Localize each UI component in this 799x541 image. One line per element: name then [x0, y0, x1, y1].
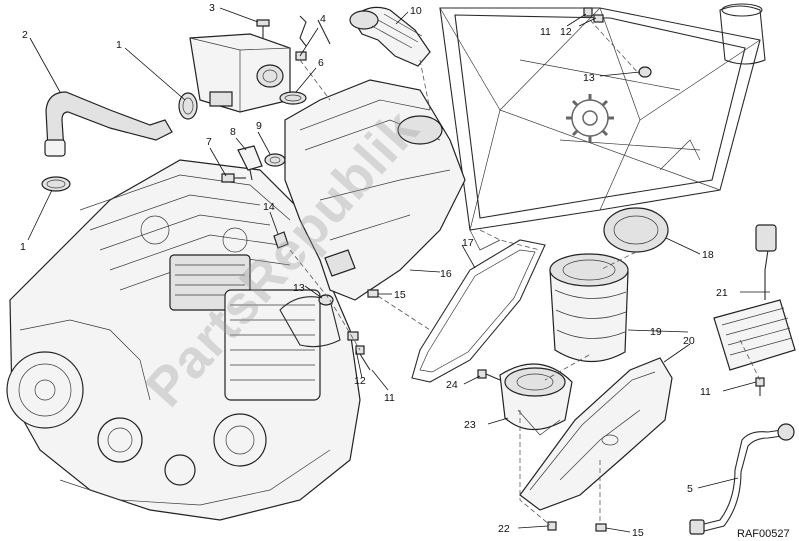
breather-box	[189, 33, 291, 113]
callout-labels: 1 1 2 3 4 5 6 7 8 9 10 11 11 11 12 12 13…	[20, 2, 728, 539]
callout-8: 8	[230, 126, 236, 138]
callout-4: 4	[320, 13, 326, 25]
hose-clamp-upper	[178, 92, 198, 120]
fastener-13a	[318, 294, 334, 306]
fastener-11b	[583, 7, 593, 17]
air-filter-element	[549, 253, 629, 363]
oring-6	[279, 91, 307, 105]
callout-19: 19	[650, 326, 662, 338]
gear-icon	[566, 94, 614, 142]
voltage-regulator	[713, 224, 796, 371]
fastener-15b	[595, 523, 607, 532]
trellis-frame	[439, 3, 766, 251]
callout-24: 24	[446, 379, 458, 391]
callout-11: 11	[540, 26, 551, 38]
screw-3	[256, 19, 270, 38]
fastener-11c	[755, 377, 765, 396]
fastener-12a	[347, 331, 359, 341]
callout-15: 15	[632, 527, 644, 539]
callout-10: 10	[410, 5, 422, 17]
fastener-13b	[638, 66, 652, 78]
clip-4	[295, 15, 331, 61]
callout-9: 9	[256, 120, 262, 132]
callout-23: 23	[464, 419, 476, 431]
callout-17: 17	[462, 237, 474, 249]
screw-7	[221, 173, 246, 183]
sensor-8	[237, 145, 263, 181]
callout-11: 11	[700, 386, 711, 398]
callout-12: 12	[560, 26, 572, 38]
callout-21: 21	[716, 287, 728, 299]
engine-assembly	[6, 159, 361, 521]
filter-seal-ring	[603, 207, 669, 253]
leader-lines	[27, 7, 770, 533]
callout-22: 22	[498, 523, 510, 535]
callout-12: 12	[354, 375, 366, 387]
airbox-lower-cover	[519, 357, 673, 511]
drawing-code: RAF00527	[737, 528, 790, 540]
callout-16: 16	[440, 268, 452, 280]
callout-3: 3	[209, 2, 215, 14]
callout-18: 18	[702, 249, 714, 261]
fastener-14	[273, 231, 289, 249]
callout-20: 20	[683, 335, 695, 347]
filter-adapter-23	[499, 363, 573, 436]
callout-11: 11	[384, 392, 395, 404]
fastener-24	[477, 369, 501, 381]
grommet-9	[264, 153, 286, 167]
hose-clamp-lower	[41, 176, 71, 192]
gasket-17	[411, 239, 546, 383]
callout-5: 5	[687, 483, 693, 495]
callout-14: 14	[263, 201, 275, 213]
callout-2: 2	[22, 29, 28, 41]
intake-duct	[349, 6, 431, 67]
assembly-lines	[289, 19, 761, 526]
callout-1: 1	[116, 39, 122, 51]
fastener-15a	[367, 289, 379, 298]
callout-13: 13	[293, 282, 305, 294]
callout-1: 1	[20, 241, 26, 253]
callout-6: 6	[318, 57, 324, 69]
airbox-upper	[284, 79, 466, 301]
fastener-22	[547, 521, 557, 531]
cable-rod-5	[689, 423, 795, 535]
callout-13: 13	[583, 72, 595, 84]
callout-15: 15	[394, 289, 406, 301]
breather-hose	[44, 91, 173, 157]
callout-7: 7	[206, 136, 212, 148]
